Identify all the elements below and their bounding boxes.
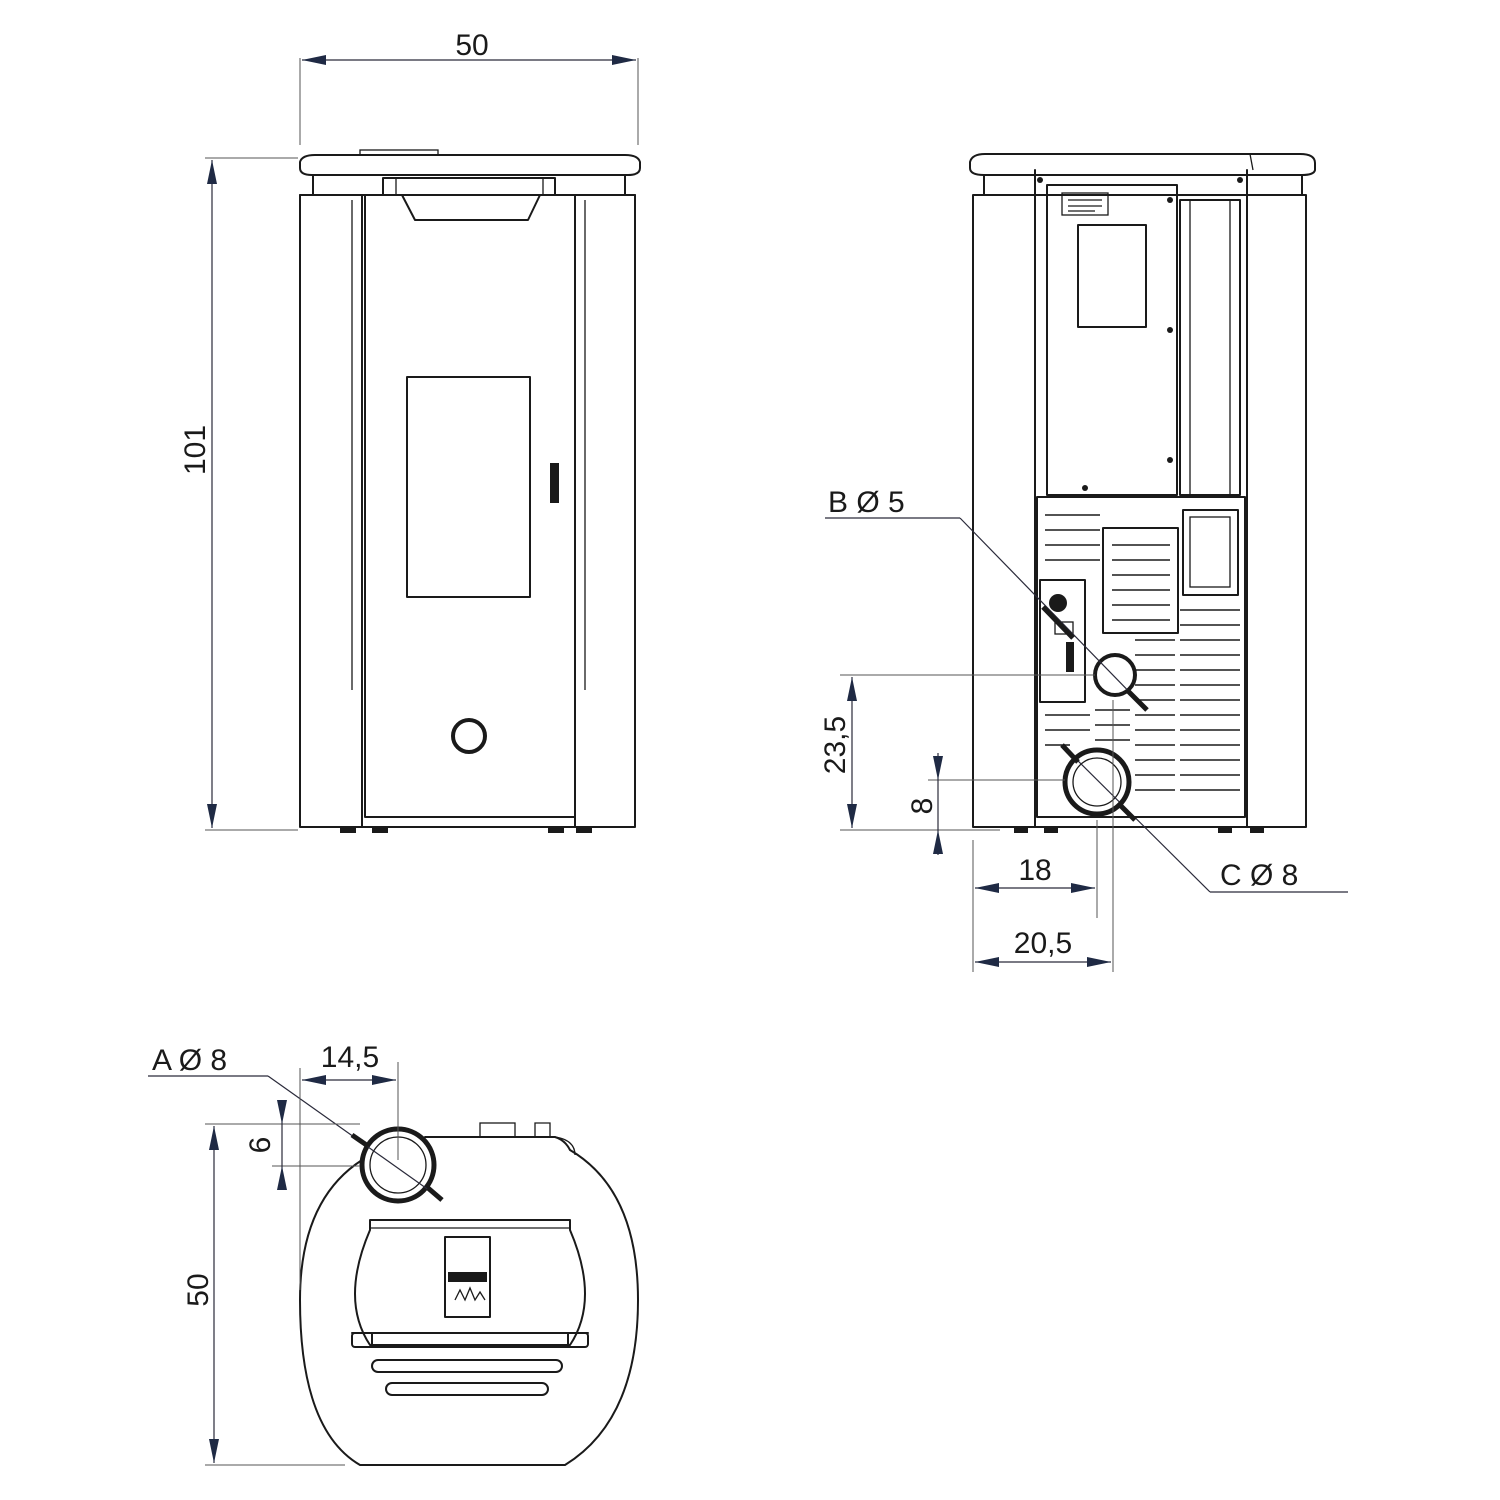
outlet-c: [1062, 747, 1132, 817]
front-view: 50 101: [179, 29, 641, 833]
front-width-label: 50: [455, 29, 488, 62]
top-depth-label: 50: [182, 1273, 215, 1306]
dim-height-b: 23,5: [819, 716, 852, 774]
callout-c: C Ø 8: [1220, 859, 1298, 892]
callout-a: A Ø 8: [152, 1044, 227, 1077]
dim-height-c: 8: [906, 798, 939, 815]
rear-view: B Ø 5 C Ø 8 23,5 8 18 20,5: [819, 153, 1348, 972]
dim-depth-a: 6: [244, 1137, 277, 1154]
callout-b: B Ø 5: [828, 486, 905, 519]
dim-offset-b: 18: [1018, 854, 1051, 887]
dim-offset-a: 14,5: [321, 1041, 379, 1074]
front-height-label: 101: [179, 425, 212, 475]
top-view: A Ø 8 14,5 6 50: [148, 1041, 639, 1466]
dim-offset-c: 20,5: [1014, 927, 1072, 960]
